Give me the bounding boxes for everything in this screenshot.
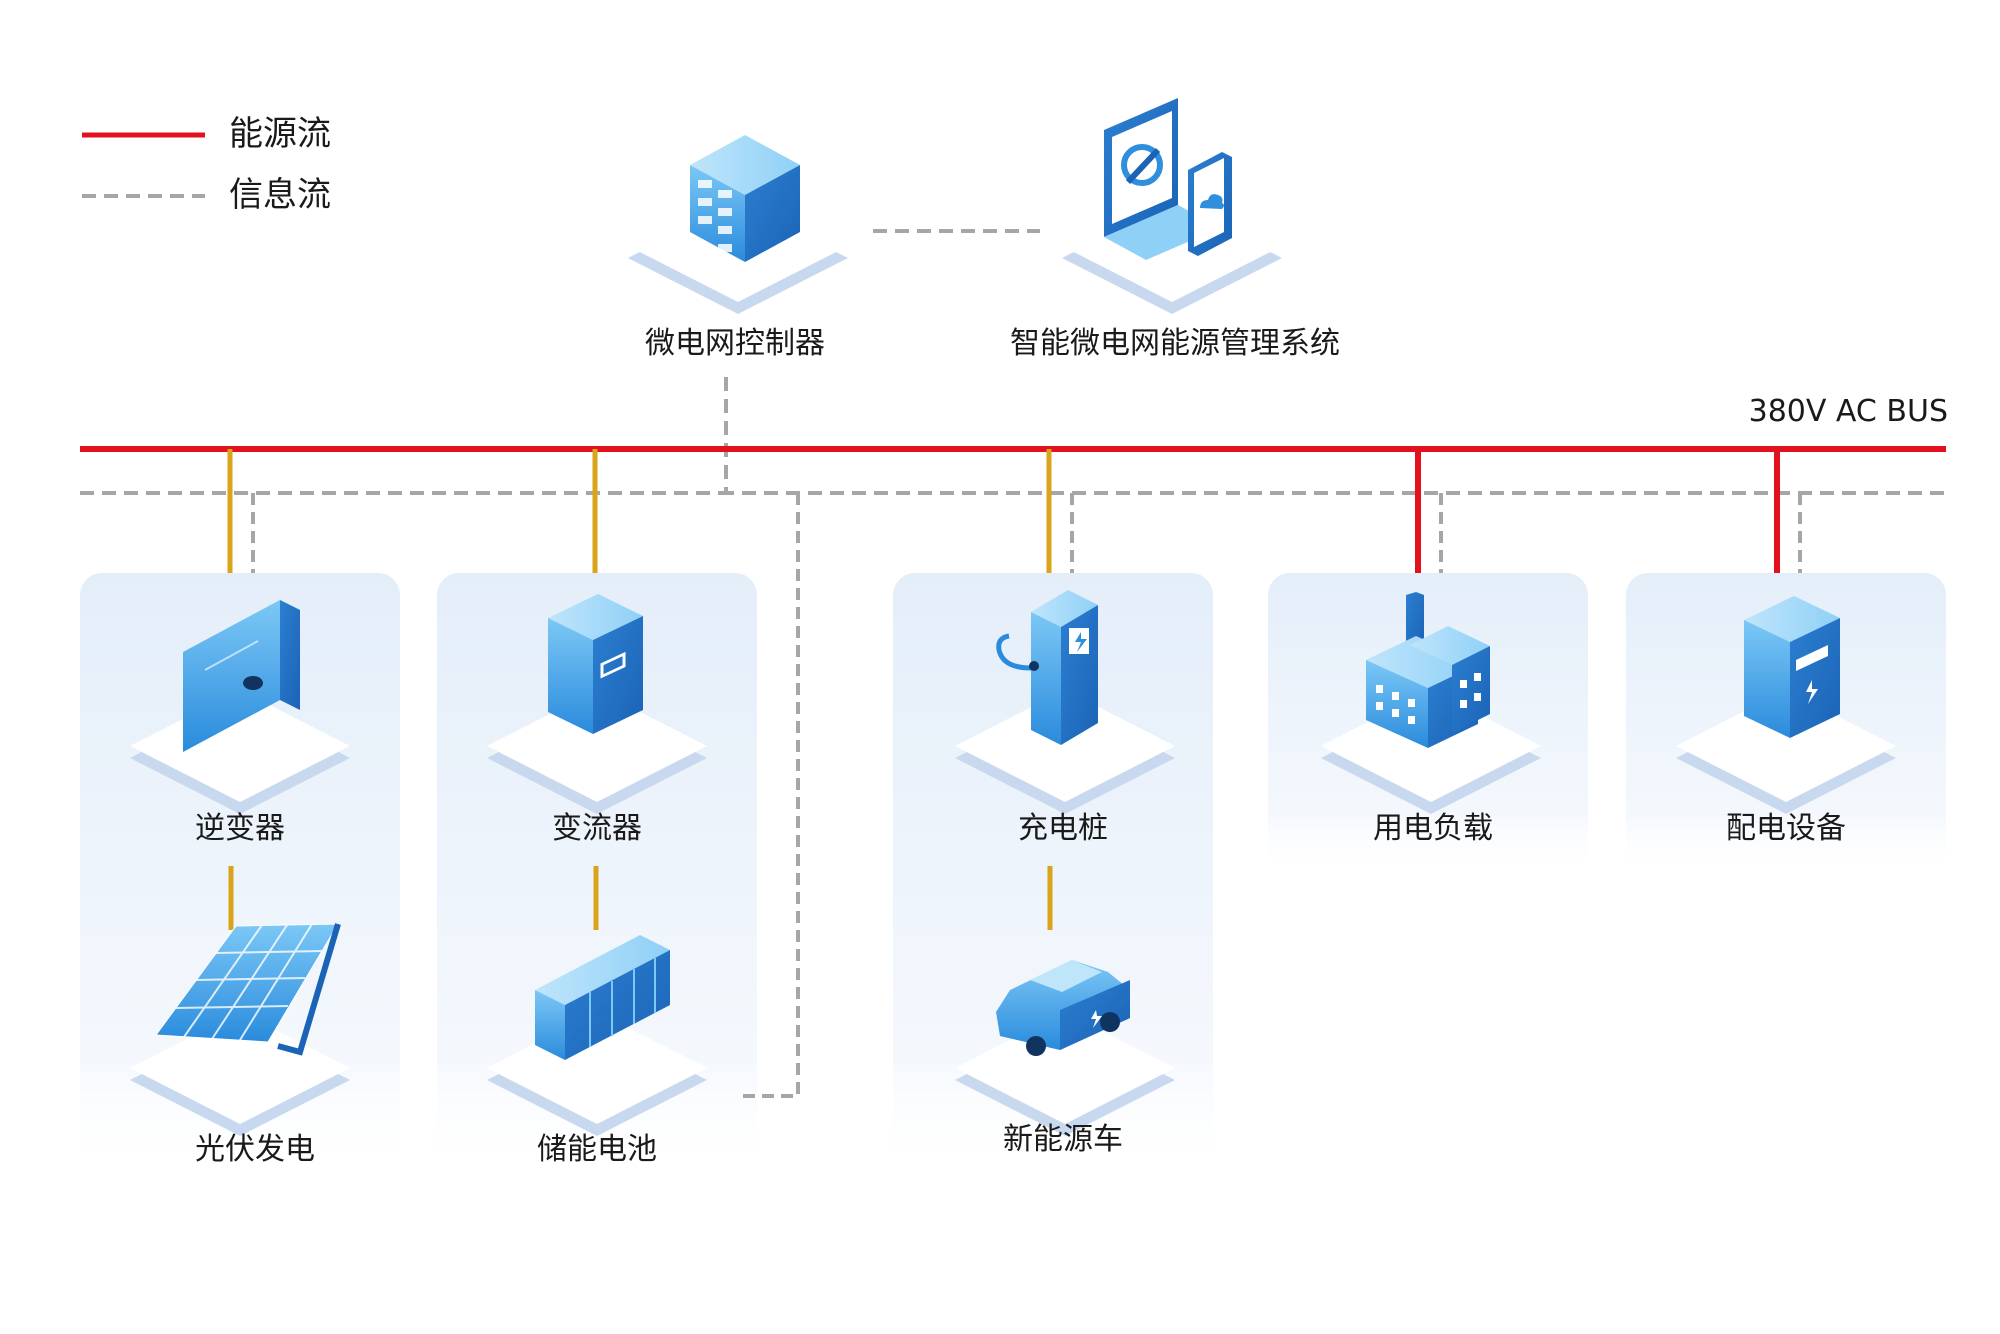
ev-icon — [996, 960, 1130, 1056]
dist-icon — [1744, 596, 1840, 738]
converter-icon — [548, 594, 643, 734]
pv-icon — [155, 923, 341, 1056]
inverter-label: 逆变器 — [195, 811, 285, 846]
controller-icon — [690, 135, 800, 262]
load-icon — [1366, 592, 1490, 748]
load-label: 用电负载 — [1373, 811, 1493, 846]
inverter-icon — [183, 600, 300, 752]
converter-label: 变流器 — [552, 811, 642, 846]
storage-icon — [535, 935, 670, 1060]
controller-label: 微电网控制器 — [645, 326, 825, 361]
legend-info-label: 信息流 — [229, 175, 331, 215]
pv-label: 光伏发电 — [195, 1132, 315, 1167]
info-link-storage — [738, 493, 800, 1098]
card-inverter — [80, 573, 400, 1180]
charger-label: 充电桩 — [1018, 811, 1108, 846]
ems-label: 智能微电网能源管理系统 — [1010, 326, 1340, 361]
bus-label: 380V AC BUS — [1748, 394, 1948, 429]
storage-label: 储能电池 — [537, 1132, 657, 1167]
ev-label: 新能源车 — [1003, 1122, 1123, 1157]
dist-label: 配电设备 — [1726, 811, 1846, 846]
charger-icon — [996, 590, 1098, 745]
legend-energy-label: 能源流 — [229, 114, 331, 154]
ems-icon — [1104, 98, 1232, 260]
